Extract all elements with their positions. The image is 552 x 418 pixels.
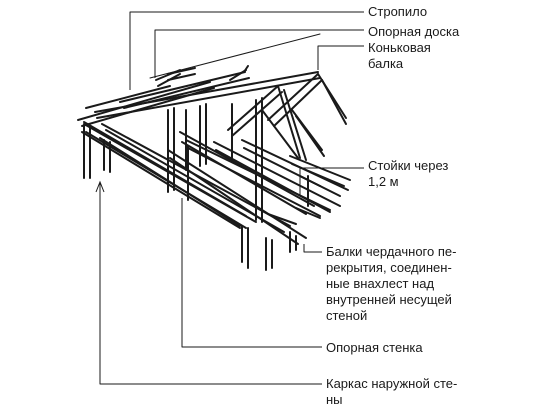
label-outer-frame-1: Каркас наружной сте- xyxy=(326,376,458,391)
label-support-wall: Опорная стенка xyxy=(326,340,423,355)
leader-lines xyxy=(95,11,364,385)
outer-wall-posts xyxy=(83,125,297,271)
support-board xyxy=(149,33,321,81)
label-joists-5: стеной xyxy=(326,308,368,323)
ceiling-joists xyxy=(83,123,351,245)
rafters-front xyxy=(77,65,250,127)
interior-support-wall xyxy=(179,131,315,215)
label-support-board: Опорная доска xyxy=(368,24,460,39)
label-joists-3: ные внахлест над xyxy=(326,276,435,291)
label-posts-1: Стойки через xyxy=(368,158,449,173)
label-posts-2: 1,2 м xyxy=(368,174,399,189)
label-ridge-beam-1: Коньковая xyxy=(368,40,431,55)
label-outer-frame-2: ны xyxy=(326,392,343,407)
gable-rafters xyxy=(227,73,347,161)
label-joists-2: рекрытия, соединен- xyxy=(326,260,452,275)
label-ridge-beam-2: балка xyxy=(368,56,404,71)
outer-wall-plate xyxy=(81,121,247,229)
label-rafter: Стропило xyxy=(368,4,428,19)
label-joists-1: Балки чердачного пе- xyxy=(326,244,457,259)
label-joists-4: внутренней несущей xyxy=(326,292,452,307)
